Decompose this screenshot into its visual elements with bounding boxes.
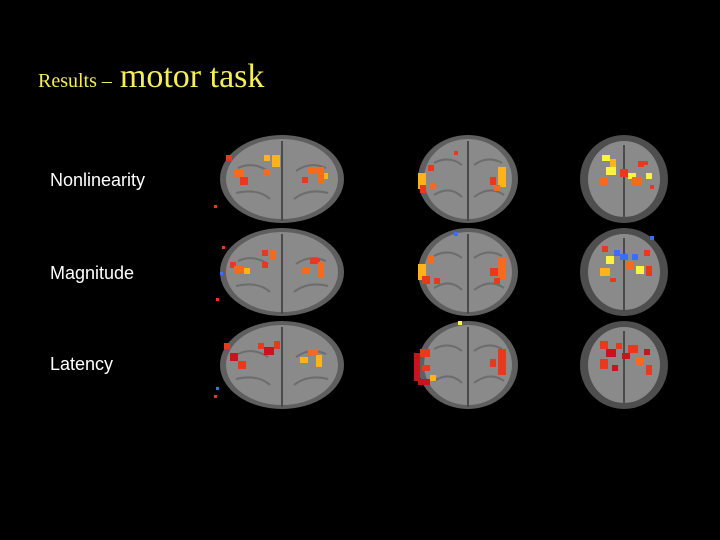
brain-slice-superior-magnitude	[566, 226, 714, 318]
brain-slice-inferior-magnitude	[208, 226, 356, 318]
brain-slice-inferior-nonlinearity	[208, 133, 356, 225]
row-label-magnitude: Magnitude	[50, 263, 135, 283]
brain-slice-inferior-latency	[208, 319, 356, 411]
brain-slice-middle-magnitude	[394, 226, 542, 318]
brain-slice-superior-nonlinearity	[566, 133, 714, 225]
brain-slice-superior-latency	[566, 319, 714, 411]
brain-slice-middle-latency	[394, 319, 542, 411]
title-main: motor task	[119, 58, 265, 95]
slide-title: Results – motor task	[38, 58, 264, 96]
title-prefix: Results –	[38, 70, 112, 92]
brain-slice-middle-nonlinearity	[394, 133, 542, 225]
row-label-latency: Latency	[50, 354, 114, 374]
row-label-nonlinearity: Nonlinearity	[50, 170, 146, 190]
